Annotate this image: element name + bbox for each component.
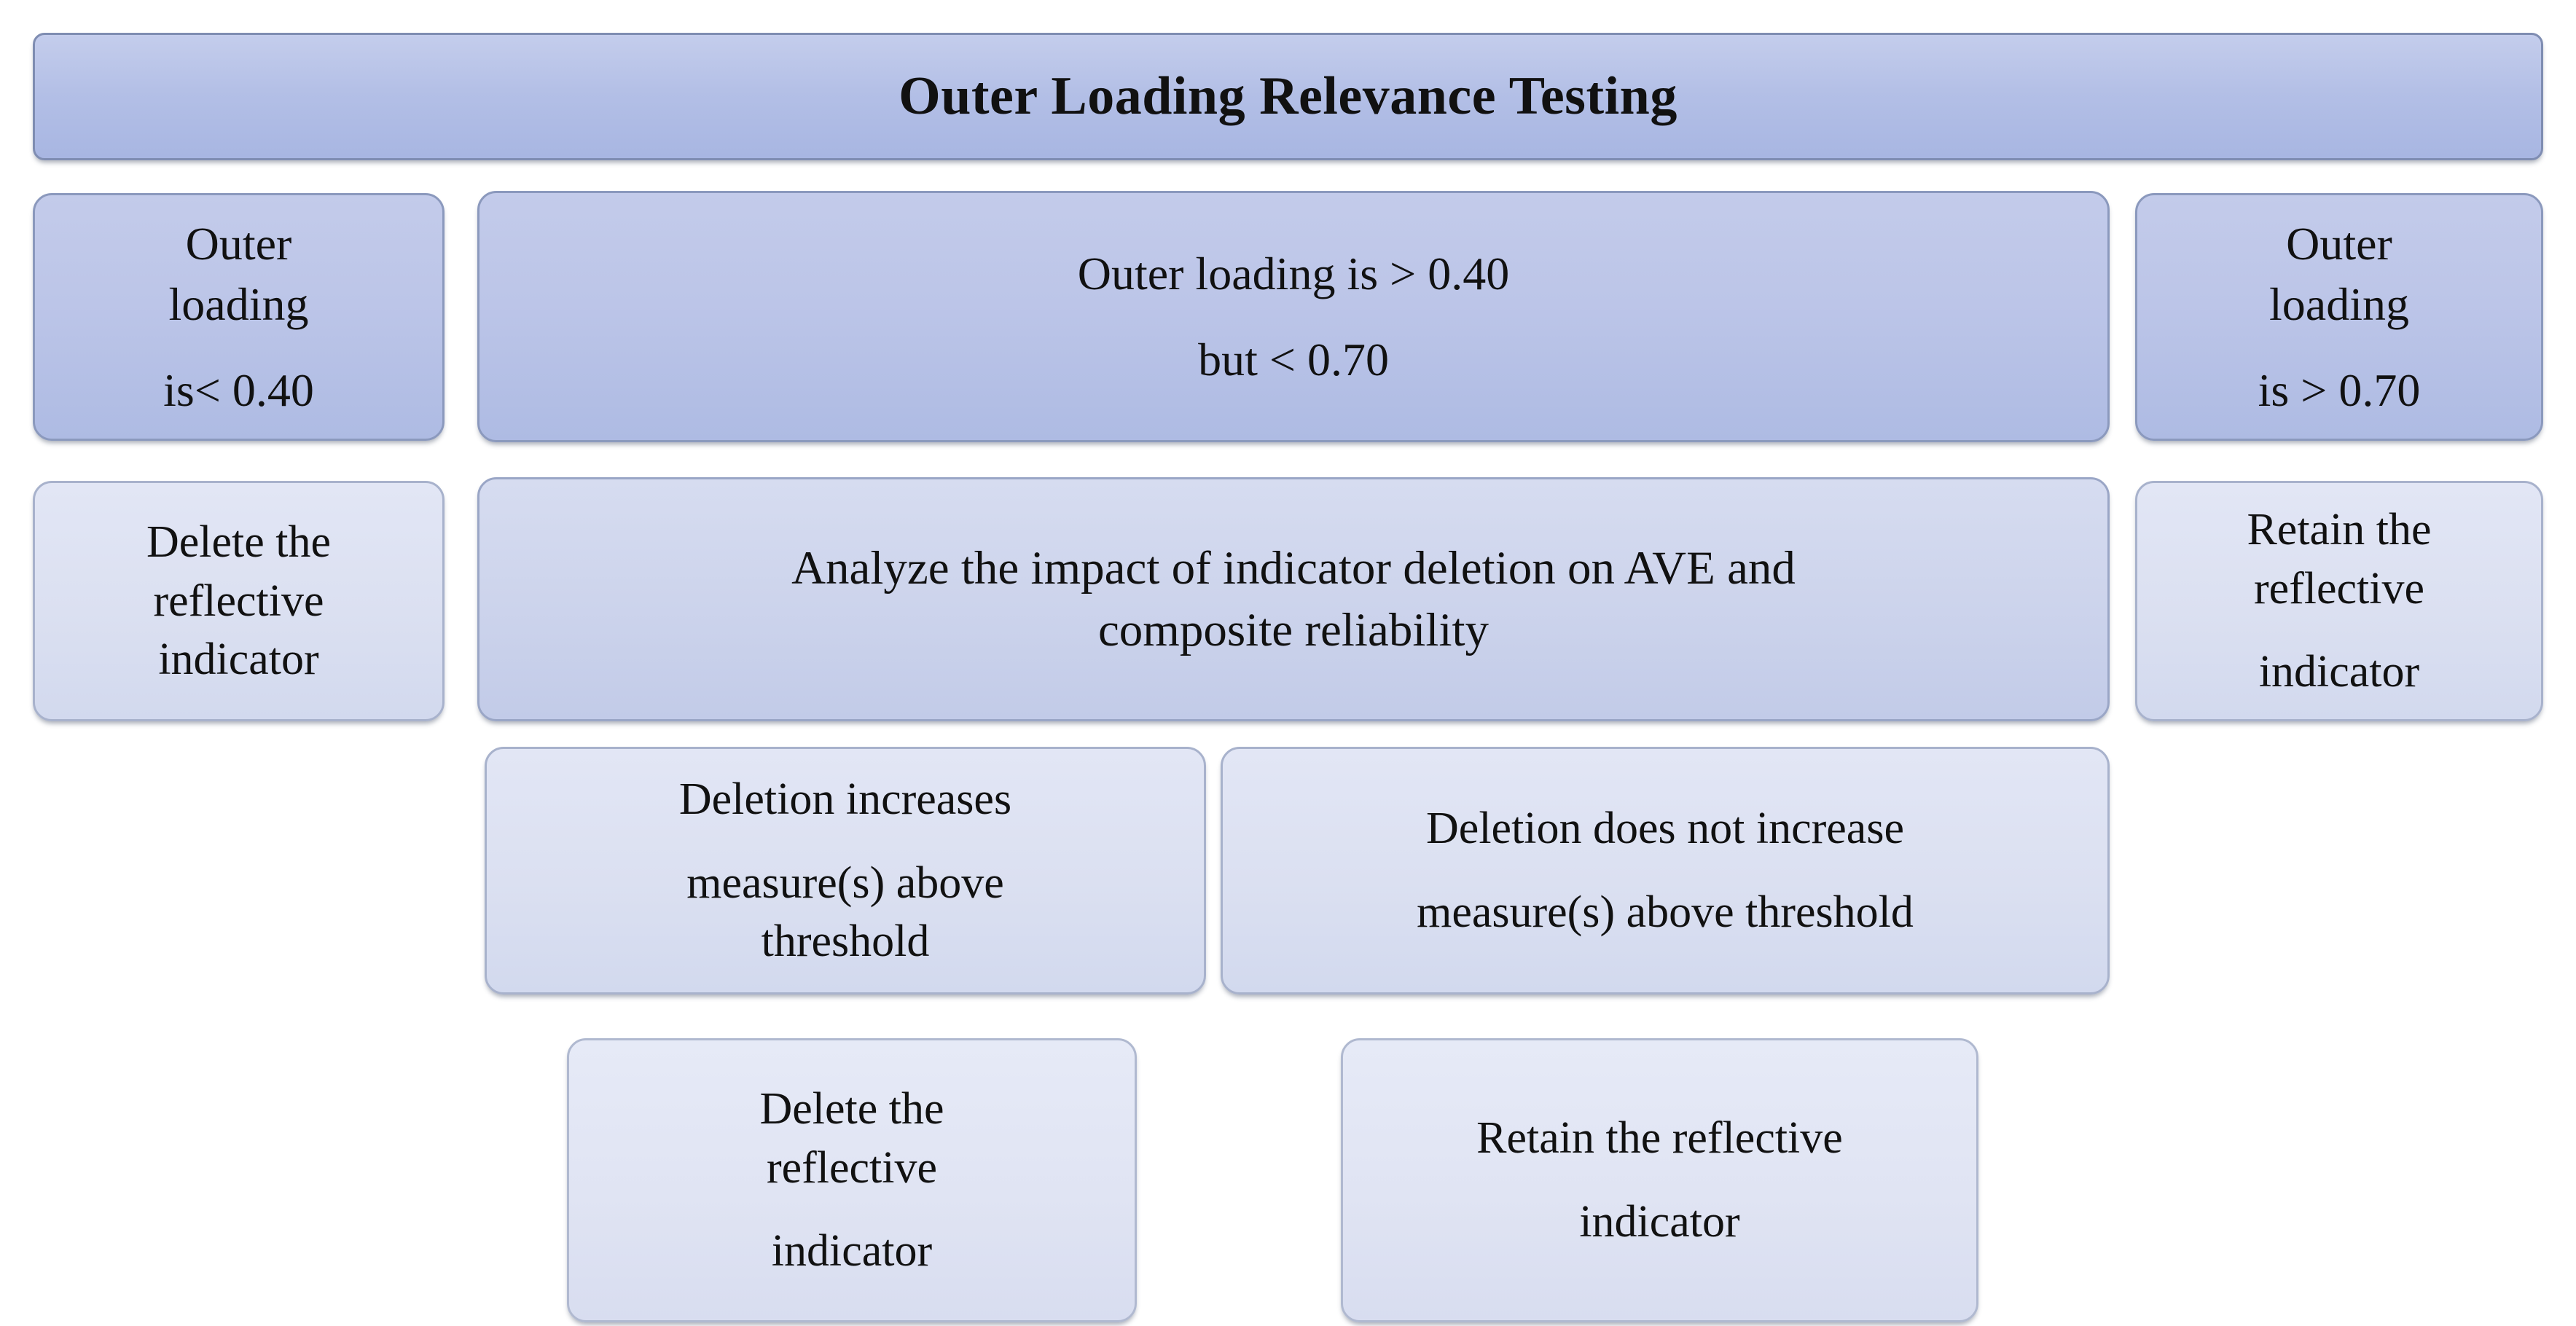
node-line: loading <box>168 278 309 330</box>
node-text: Outer loading is > 0.40 but < 0.70 <box>493 243 2094 391</box>
node-line: Retain the <box>2247 505 2432 555</box>
node-condition-loading-below-0-40: Outer loading is< 0.40 <box>33 193 445 441</box>
node-line: Delete the <box>146 517 332 568</box>
node-text: Delete the reflective indicator <box>582 1080 1121 1281</box>
node-line: Outer loading is > 0.40 <box>1077 247 1510 299</box>
node-line: but < 0.70 <box>1198 334 1389 386</box>
node-condition-loading-above-0-70: Outer loading is > 0.70 <box>2135 193 2543 441</box>
node-final-delete-reflective-indicator: Delete the reflective indicator <box>567 1038 1137 1322</box>
diagram-title: Outer Loading Relevance Testing <box>899 66 1677 127</box>
node-line: measure(s) above threshold <box>1417 887 1914 938</box>
node-line: indicator <box>1579 1197 1740 1247</box>
node-text: Deletion does not increase measure(s) ab… <box>1236 799 2094 941</box>
node-condition-loading-between-0-40-and-0-70: Outer loading is > 0.40 but < 0.70 <box>477 191 2110 442</box>
node-line: Delete the <box>759 1084 944 1134</box>
diagram-title-banner: Outer Loading Relevance Testing <box>33 33 2543 160</box>
node-line: is< 0.40 <box>163 364 314 417</box>
node-text: Retain the reflective indicator <box>2150 501 2528 702</box>
node-line: Outer <box>185 217 292 270</box>
node-line: reflective <box>153 576 324 626</box>
node-text: Outer loading is< 0.40 <box>48 213 429 421</box>
node-line: threshold <box>761 917 930 967</box>
node-action-retain-reflective-indicator-high: Retain the reflective indicator <box>2135 481 2543 721</box>
node-line: Retain the reflective <box>1476 1113 1843 1164</box>
node-line: Deletion does not increase <box>1426 804 1904 854</box>
node-result-deletion-does-not-increase-measures: Deletion does not increase measure(s) ab… <box>1221 747 2110 994</box>
node-line: reflective <box>766 1142 938 1193</box>
node-line: indicator <box>2258 647 2420 697</box>
node-line: indicator <box>158 635 319 685</box>
node-text: Delete the reflective indicator <box>48 513 429 689</box>
node-line: is > 0.70 <box>2258 364 2421 417</box>
node-result-deletion-increases-measures: Deletion increases measure(s) above thre… <box>485 747 1206 994</box>
node-line: reflective <box>2253 563 2425 613</box>
node-text: Outer loading is > 0.70 <box>2150 213 2528 421</box>
node-text: Deletion increases measure(s) above thre… <box>500 770 1191 971</box>
node-final-retain-reflective-indicator: Retain the reflective indicator <box>1341 1038 1978 1322</box>
node-line: Outer <box>2286 217 2392 270</box>
node-line: loading <box>2269 278 2409 330</box>
node-line: measure(s) above <box>686 858 1004 908</box>
node-action-analyze-impact: Analyze the impact of indicator deletion… <box>477 477 2110 721</box>
node-line: composite reliability <box>1097 603 1489 656</box>
node-line: indicator <box>771 1226 933 1276</box>
node-text: Analyze the impact of indicator deletion… <box>493 538 2094 661</box>
node-line: Analyze the impact of indicator deletion… <box>791 542 1796 595</box>
node-action-delete-reflective-indicator-low: Delete the reflective indicator <box>33 481 445 721</box>
node-text: Retain the reflective indicator <box>1356 1109 1963 1251</box>
node-line: Deletion increases <box>678 774 1012 825</box>
